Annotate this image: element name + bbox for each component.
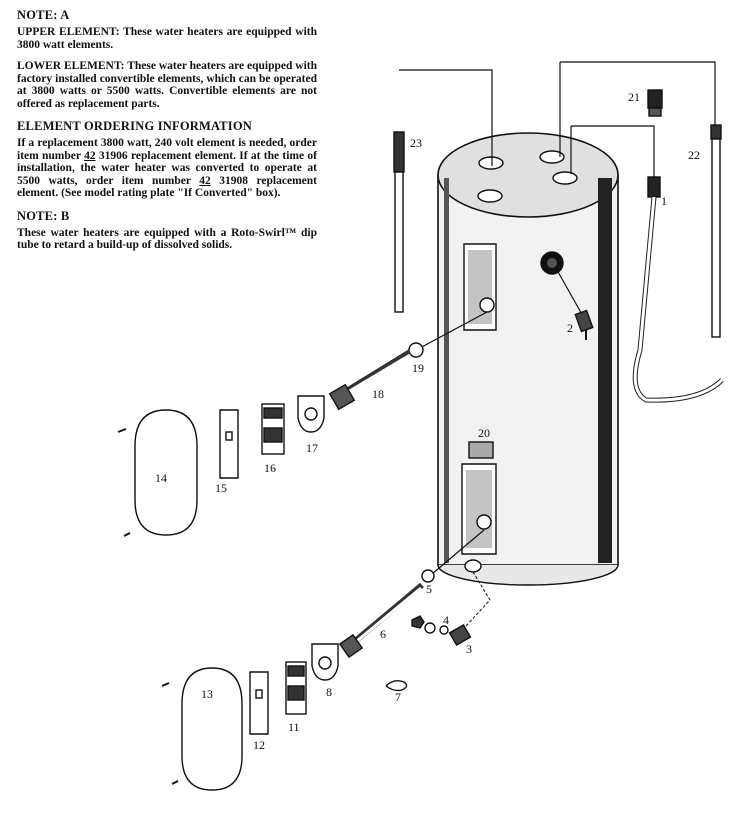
part-number-8: 8	[326, 685, 332, 699]
part-number-15: 15	[215, 481, 227, 495]
part-number-1: 1	[661, 194, 667, 208]
relief-valve	[556, 269, 594, 340]
part-number-11: 11	[288, 720, 300, 734]
lower-element-label: LOWER ELEMENT:	[17, 60, 125, 72]
part-number-12: 12	[253, 738, 265, 752]
lower-element-text: These water heaters are equipped with fa…	[17, 60, 318, 110]
ordering-info-heading: ELEMENT ORDERING INFORMATION	[17, 119, 253, 133]
ordering-text-part-2: 31906 replacement element. If at the tim…	[17, 149, 317, 187]
part-number-14: 14	[155, 471, 167, 485]
part-number-22: 22	[688, 148, 700, 162]
notes-panel: NOTE: A UPPER ELEMENT: These water heate…	[17, 8, 317, 261]
part-number-19: 19	[412, 361, 424, 375]
lower-gasket	[421, 569, 435, 583]
upper-element-text: These water heaters are equipped with 38…	[17, 26, 317, 51]
ordering-item-1-prefix: 42	[84, 149, 96, 162]
upper-element-label: UPPER ELEMENT:	[17, 26, 120, 38]
part-number-23: 23	[410, 136, 422, 150]
part-number-16: 16	[264, 461, 276, 475]
water-heater-tank	[437, 132, 619, 586]
part-number-20: 20	[478, 426, 490, 440]
note-b-heading: NOTE: B	[17, 208, 70, 223]
part-number-18: 18	[372, 387, 384, 401]
part-number-2: 2	[567, 321, 573, 335]
upper-heating-element	[343, 349, 412, 395]
upper-element-assembly	[117, 311, 488, 537]
upper-element-note: UPPER ELEMENT: These water heaters are e…	[17, 26, 317, 51]
dip-tube	[393, 69, 493, 313]
lower-insulation-bracket	[249, 671, 269, 735]
part-number-5: 5	[426, 582, 432, 596]
cable-clamp	[385, 679, 408, 692]
upper-insulation-bracket	[219, 409, 239, 479]
upper-gasket	[408, 342, 424, 358]
note-b-text: These water heaters are equipped with a …	[17, 226, 317, 252]
part-number-7: 7	[395, 690, 401, 704]
ordering-info-text: If a replacement 3800 watt, 240 volt ele…	[17, 137, 317, 200]
upper-access-cover	[134, 409, 198, 536]
ordering-text-part-1: If a replacement 3800 watt, 240 volt ele…	[17, 137, 317, 162]
part-number-4: 4	[443, 613, 449, 627]
heat-trap-fitting	[570, 89, 724, 403]
part-number-3: 3	[466, 642, 472, 656]
ordering-item-2-prefix: 42	[199, 174, 211, 187]
drain-valve	[448, 623, 472, 647]
ordering-text-part-3: 31908 replacement element. (See model ra…	[17, 174, 317, 200]
part-number-13: 13	[201, 687, 213, 701]
part-number-labels: 1 2 3 4 5 6 7 8 11 12 13 14 15 16 17 18 …	[155, 90, 700, 752]
part-number-17: 17	[306, 441, 318, 455]
lower-element-note: LOWER ELEMENT: These water heaters are e…	[17, 60, 317, 110]
anode-rod	[559, 61, 722, 338]
part-number-6: 6	[380, 627, 386, 641]
note-a-heading: NOTE: A	[17, 8, 70, 22]
lower-access-cover	[181, 667, 243, 791]
part-number-21: 21	[628, 90, 640, 104]
lower-element-assembly	[161, 529, 491, 791]
